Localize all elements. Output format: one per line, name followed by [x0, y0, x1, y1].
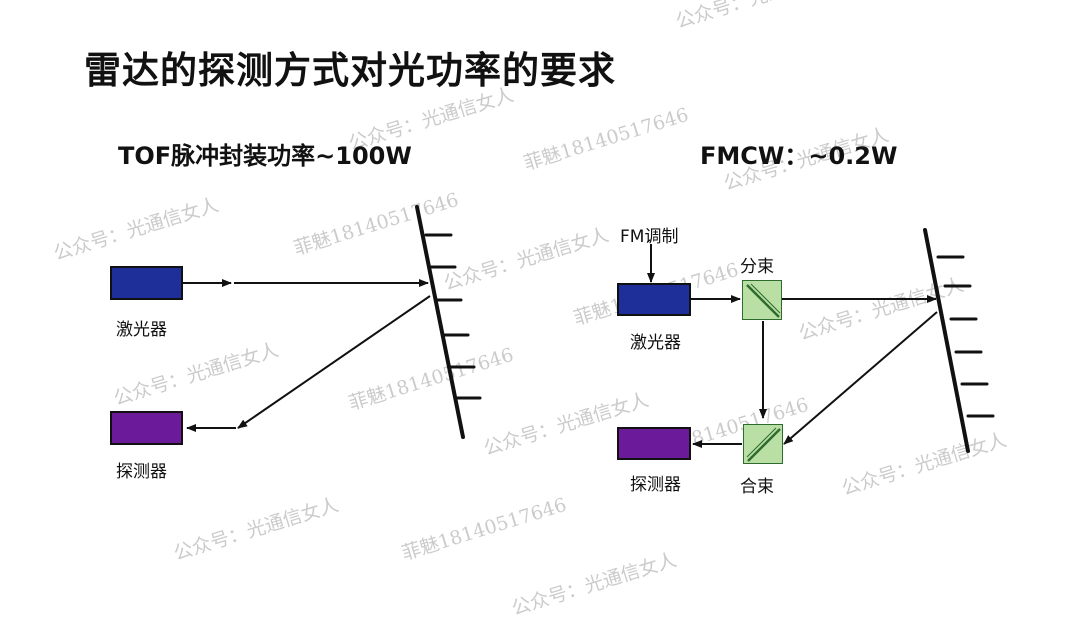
tof-detector-label: 探测器 [116, 462, 167, 482]
fmcw-heading: FMCW：~0.2W [700, 142, 898, 170]
beam-splitter-icon [746, 283, 781, 318]
fmcw-beam-return [783, 311, 938, 445]
tof-detector [110, 411, 183, 445]
tof-laser [110, 266, 183, 300]
fmcw-detector-label: 探测器 [630, 475, 681, 495]
slide: 公众号：光通信女人 菲魅18140517646 公众号：光通信女人 菲魅1814… [51, 0, 1009, 620]
tof-laser-label: 激光器 [116, 320, 167, 340]
tof-beam-return [237, 295, 431, 429]
fmcw-modulation-label: FM调制 [620, 227, 679, 247]
page-title: 雷达的探测方式对光功率的要求 [84, 49, 616, 92]
diagram-lines [183, 205, 995, 453]
tof-target [415, 205, 482, 439]
fmcw-laser [617, 283, 691, 316]
beam-splitter [742, 280, 782, 320]
tof-heading: TOF脉冲封装功率~100W [118, 142, 412, 170]
fmcw-combine-label: 合束 [740, 477, 774, 497]
beam-combiner [743, 424, 783, 464]
fmcw-laser-label: 激光器 [630, 333, 681, 353]
fmcw-split-label: 分束 [740, 257, 774, 277]
fmcw-detector [617, 427, 691, 460]
fmcw-target [923, 228, 995, 453]
beam-combiner-icon [746, 427, 781, 462]
